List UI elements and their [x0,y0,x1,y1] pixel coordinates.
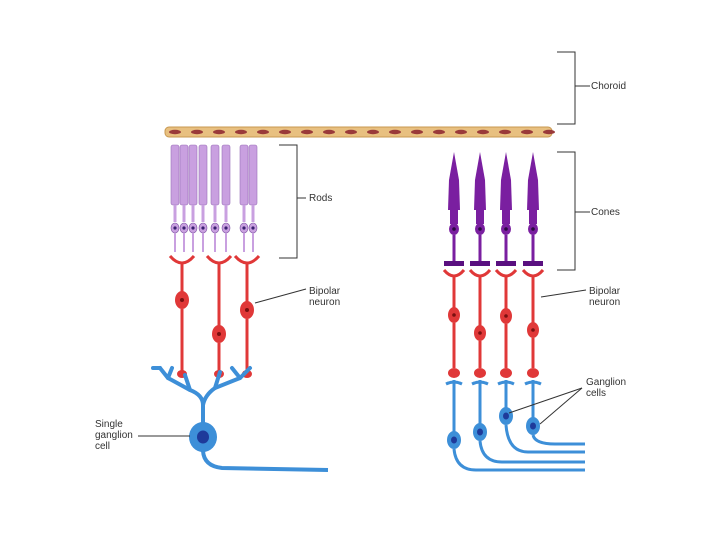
ganglion-nucleus [477,428,483,436]
bipolar-dendrite [494,268,518,278]
bipolar-dendrite [442,268,466,278]
ganglion-cells-group [445,380,585,472]
pigment-cell [543,129,555,135]
rods-group [170,144,258,252]
pigment-cell [323,129,335,135]
bipolar-nucleus [180,298,184,302]
cone-pedicle [444,261,464,266]
label-single-ganglion: Single ganglion cell [95,419,133,452]
bipolar-nucleus [478,331,482,335]
rod-outer-segment [179,144,189,206]
bipolar-nucleus [217,332,221,336]
label-bipolar-right: Bipolar neuron [589,286,621,308]
pigment-cell [411,129,423,135]
rod-nucleus-core [191,226,195,230]
pigment-cell [213,129,225,135]
rod-outer-segment [170,144,180,206]
pigment-cell [389,129,401,135]
pigment-cell [477,129,489,135]
rod-nucleus-core [213,226,217,230]
pigment-cell [301,129,313,135]
pigment-cell [345,129,357,135]
cone-outer-segment [448,152,460,210]
ganglion-nucleus [530,422,536,430]
pointer-lines [138,288,587,437]
ganglion-axon [504,424,585,454]
pigment-cell [433,129,445,135]
choroid-layer [164,126,555,138]
rod-outer-segment [198,144,208,206]
single-ganglion-cell [189,422,329,472]
pigment-cell [169,129,181,135]
bipolar-nucleus [531,328,535,332]
label-cones: Cones [591,207,620,218]
cone-nucleus-core [452,227,456,231]
cone-inner-segment [450,210,458,224]
bipolar-dendrite [233,254,261,265]
cone-inner-segment [529,210,537,224]
rod-nucleus-core [251,226,255,230]
bipolar-terminal [500,368,512,378]
cone-outer-segment [474,152,486,210]
bipolar-dendrite [205,254,233,265]
cone-bipolar-group [442,268,545,378]
label-choroid: Choroid [591,81,627,92]
cone-inner-segment [476,210,484,224]
pigment-cell [191,129,203,135]
ganglion-axon [531,434,585,446]
pigment-cell [367,129,379,135]
bipolar-terminal [474,368,486,378]
rod-bipolar-group [168,254,261,378]
cone-pedicle [470,261,490,266]
cone-system [442,152,585,472]
cone-pedicle [523,261,543,266]
bipolar-dendrite [521,268,545,278]
rod-outer-segment [210,144,220,206]
rod-system [151,144,329,472]
brackets [279,51,590,271]
cone-nucleus-core [531,227,535,231]
bipolar-dendrite [468,268,492,278]
rod-outer-segment [221,144,231,206]
cone-nucleus-core [478,227,482,231]
cone-pedicle [496,261,516,266]
rod-nucleus-core [182,226,186,230]
ganglion-nucleus [451,436,457,444]
rod-nucleus-core [173,226,177,230]
ganglion-axon [478,440,585,464]
pigment-cell [499,129,511,135]
rod-outer-segment [188,144,198,206]
label-bipolar-left: Bipolar neuron [309,286,341,308]
label-ganglion-cells: Ganglion cells [586,377,627,399]
rod-nucleus-core [224,226,228,230]
rod-outer-segment [239,144,249,206]
cone-outer-segment [500,152,512,210]
cone-inner-segment [502,210,510,224]
cones-group [444,152,543,266]
ganglion-dendrites [151,366,252,432]
rod-nucleus-core [201,226,205,230]
ganglion-nucleus [503,412,509,420]
pigment-cell [257,129,269,135]
rod-nucleus-core [242,226,246,230]
pigment-cell [279,129,291,135]
label-rods: Rods [309,193,333,204]
pigment-cell [235,129,247,135]
bipolar-nucleus [452,313,456,317]
bipolar-terminal [448,368,460,378]
ganglion-axon [452,448,585,472]
bipolar-nucleus [504,314,508,318]
bipolar-nucleus [245,308,249,312]
cone-nucleus-core [504,227,508,231]
bipolar-dendrite [168,254,196,265]
bipolar-terminal [527,368,539,378]
pigment-cell [521,129,533,135]
pigment-cell [455,129,467,135]
rod-outer-segment [248,144,258,206]
cone-outer-segment [527,152,539,210]
